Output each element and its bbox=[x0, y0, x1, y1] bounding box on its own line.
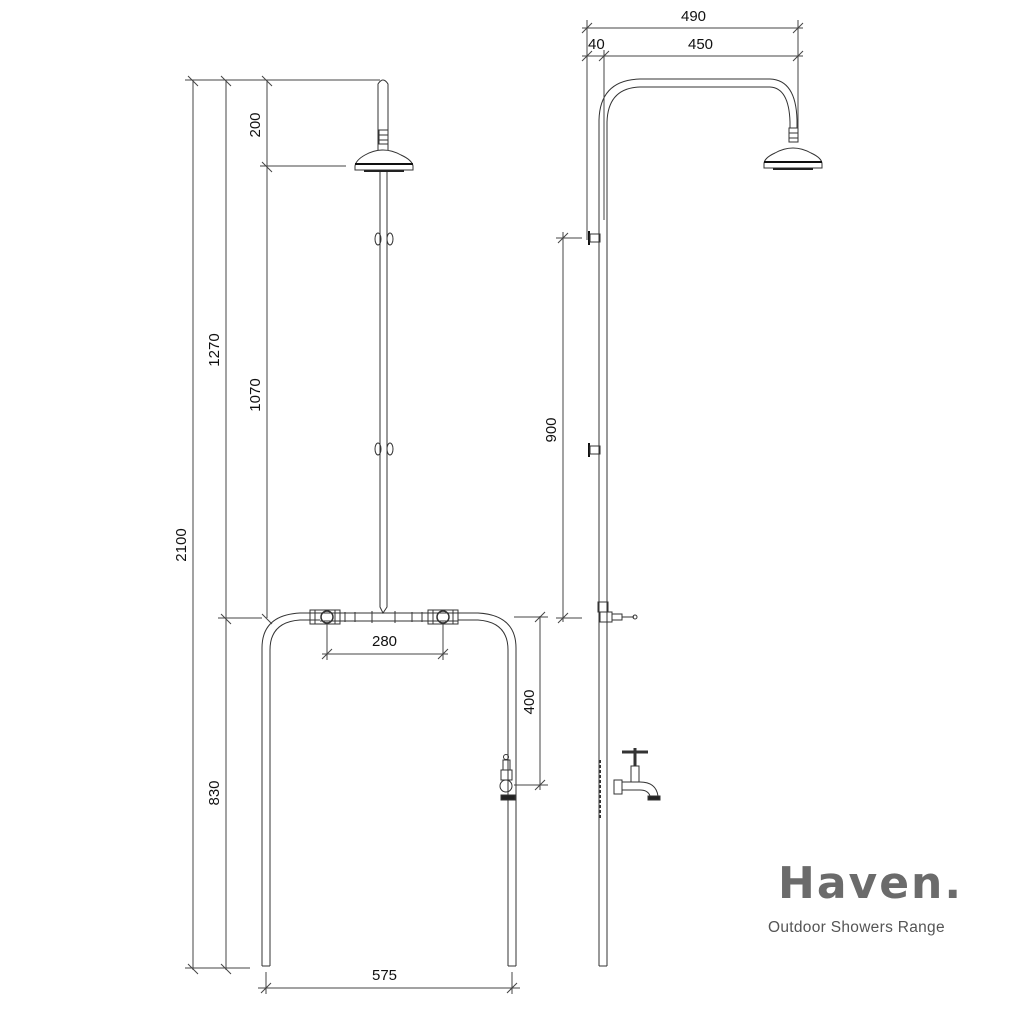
dim-575: 575 bbox=[372, 967, 397, 984]
side-wall-bracket-icon bbox=[588, 231, 601, 457]
brand-logo: Haven. bbox=[778, 858, 964, 909]
dim-830: 830 bbox=[206, 780, 223, 805]
front-view bbox=[185, 75, 548, 994]
dim-900: 900 bbox=[543, 417, 560, 442]
front-riser-pipe bbox=[377, 79, 389, 600]
side-shower-connector-icon bbox=[788, 127, 799, 143]
hose-tap-front-icon bbox=[499, 754, 516, 801]
front-dimension-lines bbox=[185, 75, 548, 994]
garden-tap-icon bbox=[599, 748, 661, 820]
dim-1270: 1270 bbox=[206, 333, 223, 366]
dimension-labels: 490 40 450 280 575 2100 1270 1070 200 83… bbox=[173, 8, 713, 984]
dim-1070: 1070 bbox=[247, 378, 264, 411]
dim-400: 400 bbox=[521, 689, 538, 714]
front-u-frame-pipe bbox=[261, 611, 517, 967]
dim-450: 450 bbox=[688, 36, 713, 53]
shower-head-icon bbox=[354, 149, 414, 172]
mixing-valve-right-icon bbox=[427, 609, 459, 625]
side-shower-head-icon bbox=[763, 147, 823, 170]
dim-40: 40 bbox=[588, 36, 605, 53]
shower-head-connector-icon bbox=[378, 129, 389, 145]
wall-bracket-icon bbox=[374, 232, 394, 456]
side-valve-icon bbox=[597, 601, 638, 623]
dim-280: 280 bbox=[372, 633, 397, 650]
dim-2100: 2100 bbox=[173, 528, 190, 561]
dim-490: 490 bbox=[681, 8, 706, 25]
dim-200: 200 bbox=[247, 112, 264, 137]
side-dimension-lines bbox=[556, 20, 804, 624]
mixing-valve-left-icon bbox=[309, 609, 341, 625]
brand-tagline: Outdoor Showers Range bbox=[768, 919, 945, 936]
side-view bbox=[556, 20, 823, 967]
side-riser-pipe bbox=[598, 78, 798, 967]
